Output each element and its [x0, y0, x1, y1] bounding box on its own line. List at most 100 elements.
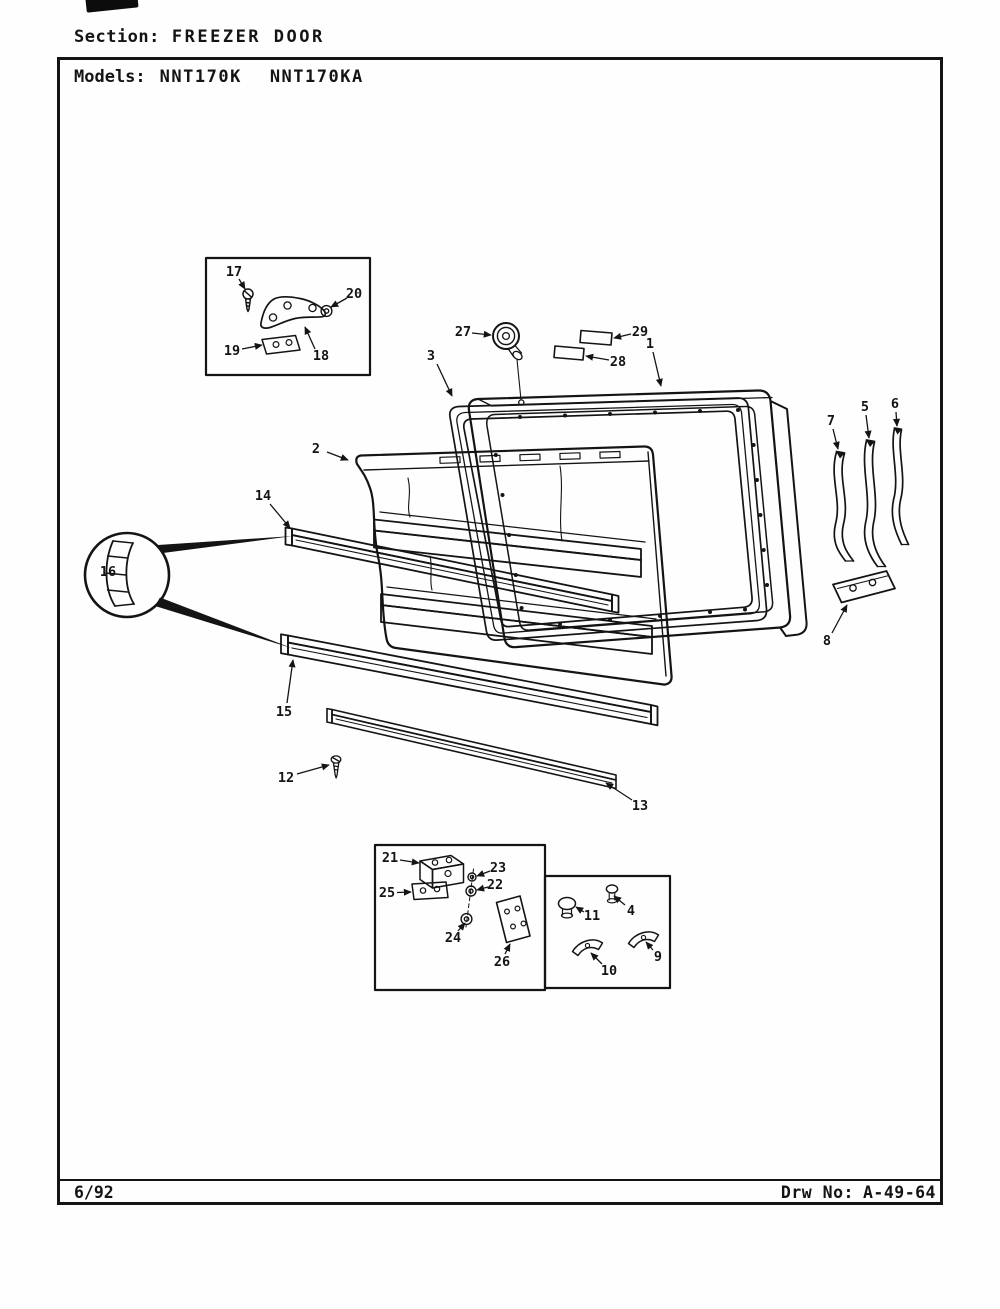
round-plug [557, 896, 577, 919]
callout-21-label: 21 [382, 850, 398, 866]
callout-4-leader [613, 895, 626, 906]
callout-10-label: 10 [601, 963, 617, 979]
callout-5-label: 5 [861, 399, 869, 415]
callout-24-label: 24 [445, 930, 461, 946]
callout-3-label: 3 [427, 348, 435, 364]
models-label: Models: [74, 67, 146, 87]
hinge-hole-plug-right [627, 931, 660, 949]
outer-door-panel [467, 389, 808, 649]
callout-19-leader [241, 342, 263, 350]
callout-24-leader [457, 922, 466, 932]
callout-23-leader [476, 870, 491, 877]
hinge-plate [260, 296, 327, 329]
hinge-shim [261, 334, 301, 355]
screw-grommet [605, 884, 619, 904]
breaker-strip-5 [863, 439, 887, 568]
callout-26-label: 26 [494, 954, 510, 970]
callout-9-leader [645, 941, 654, 951]
hinge-washer [320, 304, 333, 318]
callout-10-leader [590, 952, 603, 965]
breaker-strip-7 [833, 450, 855, 562]
callout-9-label: 9 [654, 949, 662, 965]
door-gasket [448, 397, 768, 641]
hinge-backing-plate [495, 895, 531, 944]
plug-parts-inset-box [543, 874, 672, 990]
footer-drawing-number: Drw No: A-49-64 [781, 1183, 936, 1202]
panel-screw-holes [493, 408, 769, 626]
section-header: Section: FREEZER DOOR [74, 27, 325, 47]
magnified-detail-circle [83, 531, 293, 649]
nameplate-28 [553, 345, 585, 361]
callout-13-label: 13 [632, 798, 648, 814]
callout-26-leader [503, 943, 511, 955]
trim-screw [330, 755, 342, 779]
callout-2-label: 2 [312, 441, 320, 457]
inner-door-liner [355, 445, 673, 686]
callout-6-leader [892, 411, 901, 427]
callout-5-leader [864, 414, 872, 439]
callout-12-leader [296, 763, 330, 775]
callout-11-leader [575, 906, 585, 914]
callout-20-label: 20 [346, 286, 362, 302]
callout-18-label: 18 [313, 348, 329, 364]
callout-2-leader [326, 451, 349, 461]
callout-28-label: 28 [610, 354, 626, 370]
breaker-strip-6 [891, 427, 910, 546]
nameplate-29 [579, 329, 613, 346]
callout-6-label: 6 [891, 396, 899, 412]
model-number-secondary: NNT170KA [269, 67, 364, 87]
callout-14-label: 14 [255, 488, 271, 504]
hinge-kit-inset-box [204, 256, 372, 377]
callout-14-leader [269, 503, 291, 529]
page-border-frame [57, 57, 943, 1205]
callout-22-label: 22 [487, 877, 503, 893]
callout-13-leader [605, 782, 633, 801]
callout-3-leader [436, 363, 453, 397]
drawing-number-label: Drw No: [780, 1183, 854, 1202]
models-header: Models: NNT170K NNT170KA [74, 67, 364, 87]
upper-shelf-rail [284, 526, 620, 614]
lower-hinge-inset-box [373, 843, 547, 992]
callout-19-label: 19 [224, 343, 240, 359]
section-title: FREEZER DOOR [171, 27, 325, 47]
callout-4-label: 4 [627, 903, 635, 919]
magnifier-pointer-wedges [155, 536, 293, 649]
callout-8-leader [831, 604, 848, 634]
bottom-hinge-bracket [832, 570, 896, 604]
callout-11-label: 11 [584, 908, 600, 924]
callout-16-label: 16 [100, 564, 116, 580]
section-label: Section: [74, 27, 160, 47]
hinge-hole-plug-left [571, 939, 604, 957]
callout-1-label: 1 [646, 336, 654, 352]
hole-plug-part [492, 322, 525, 406]
callout-25-label: 25 [379, 885, 395, 901]
drawing-number-value: A-49-64 [862, 1183, 936, 1202]
callout-8-label: 8 [823, 633, 831, 649]
nameplate-labels [553, 329, 613, 361]
model-number-primary: NNT170K [159, 67, 242, 87]
callout-21-leader [399, 858, 420, 866]
callout-18-leader [304, 326, 316, 350]
callout-17-leader [238, 278, 246, 290]
callout-29-label: 29 [632, 324, 648, 340]
callout-27-label: 27 [455, 324, 471, 340]
footer-issue-date: 6/92 [74, 1183, 114, 1202]
callout-15-label: 15 [276, 704, 292, 720]
callout-22-leader [476, 884, 489, 892]
spacer-shim [411, 881, 449, 901]
callout-7-leader [832, 428, 840, 450]
callout-29-leader [613, 332, 632, 340]
callout-1-leader [652, 351, 663, 387]
bottom-trim-strip [326, 707, 617, 790]
washer-stack [460, 868, 477, 928]
breaker-strips [833, 427, 910, 568]
hinge-screw [242, 288, 254, 313]
door-closer-bracket [419, 854, 465, 889]
lower-shelf-rail [280, 633, 659, 727]
callout-20-leader [330, 297, 348, 308]
callout-25-leader [396, 888, 412, 896]
callout-17-label: 17 [226, 264, 242, 280]
